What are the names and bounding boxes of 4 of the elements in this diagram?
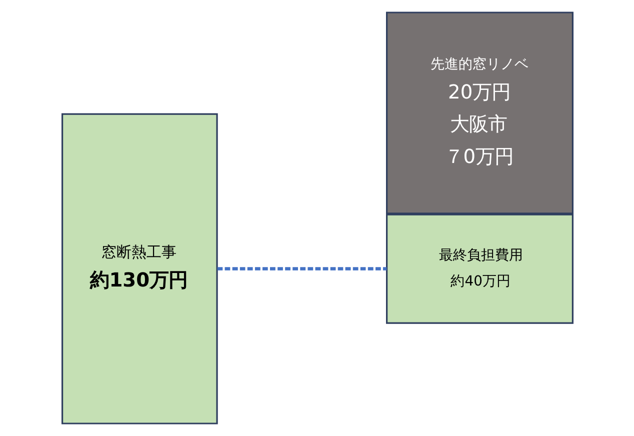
node-box: 先進的窓リノベ 20万円 大阪市 ７0万円 (386, 12, 573, 214)
node-box: 窓断熱工事 約130万円 (61, 113, 218, 424)
node-box: 最終負担費用 約40万円 (386, 214, 573, 324)
connector (216, 267, 386, 270)
